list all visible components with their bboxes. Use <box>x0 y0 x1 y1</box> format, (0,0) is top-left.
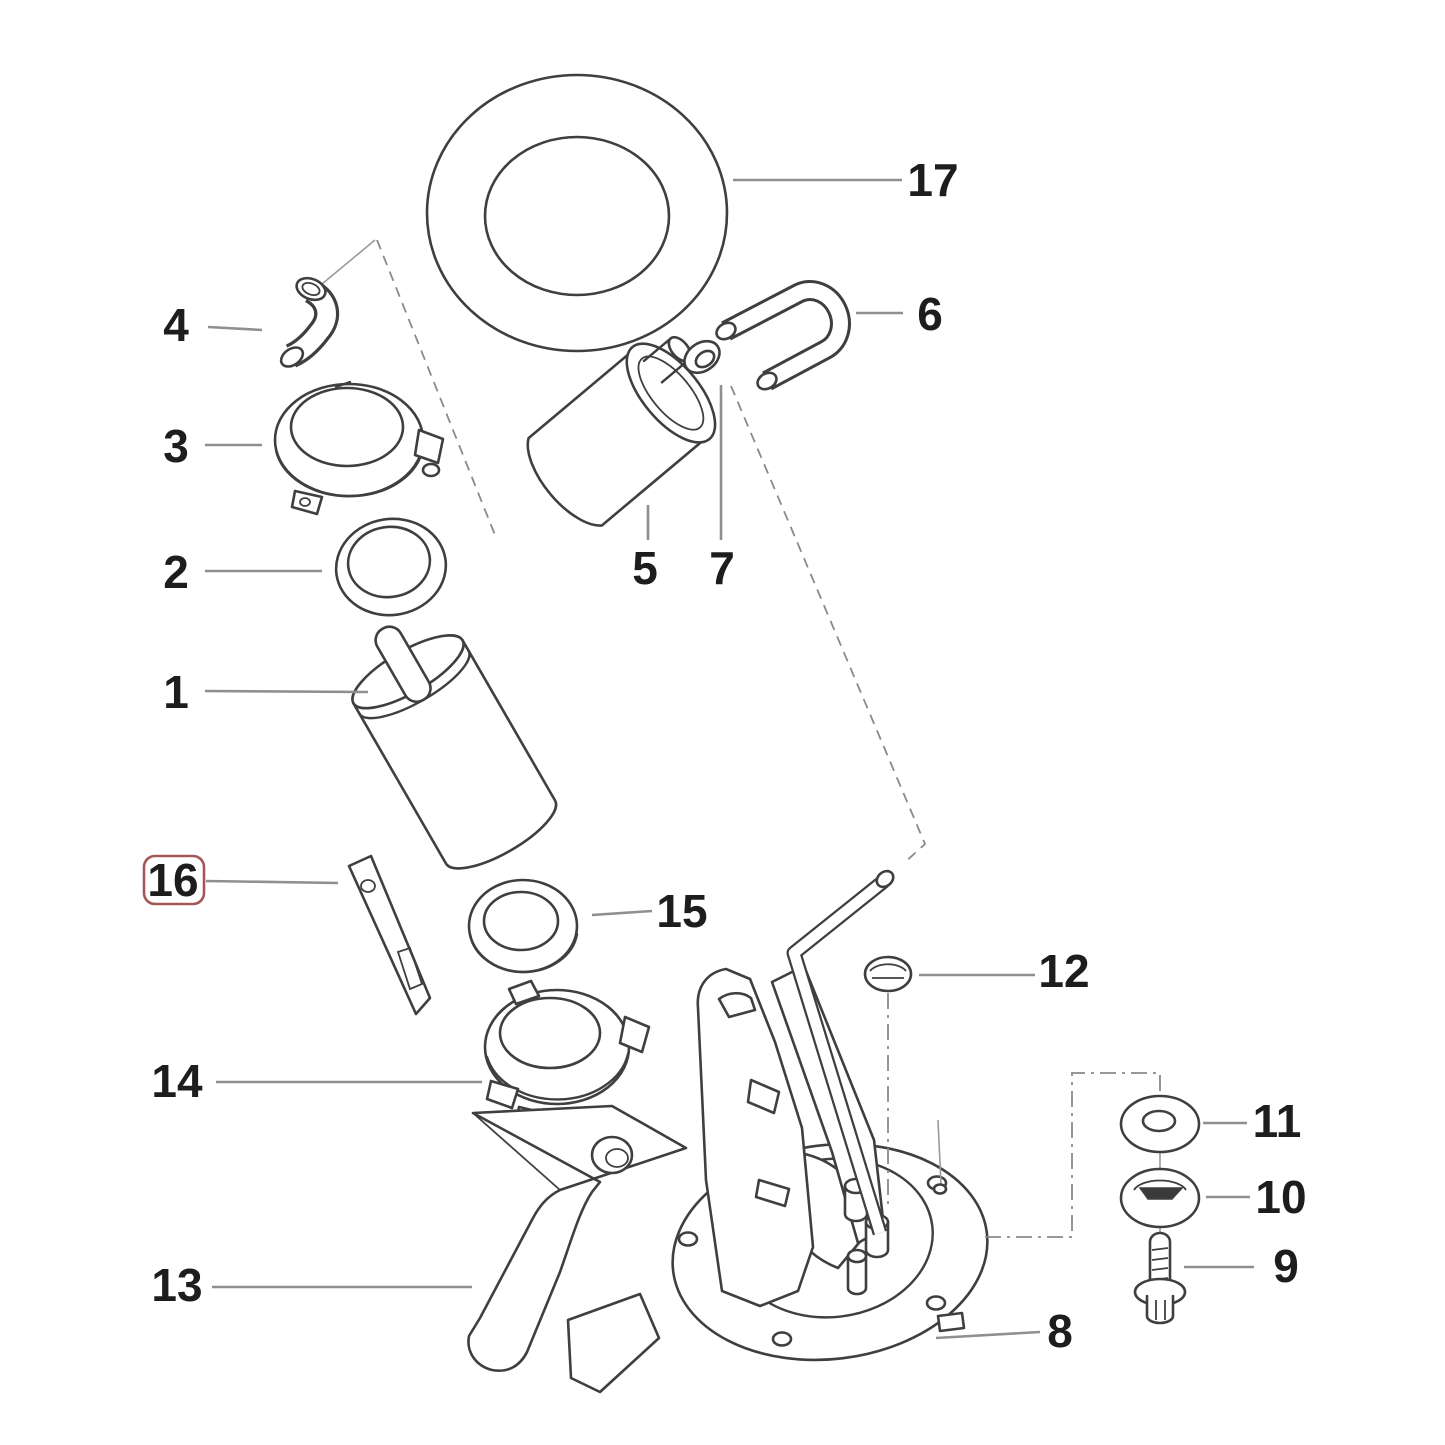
callout-5[interactable]: 5 <box>632 542 658 594</box>
callout-7[interactable]: 7 <box>709 542 735 594</box>
part-3-clamp-collar <box>273 380 445 516</box>
callout-14[interactable]: 14 <box>151 1055 203 1107</box>
callout-10[interactable]: 10 <box>1255 1171 1306 1223</box>
part-4-elbow-hose <box>279 276 340 368</box>
sender-panel <box>696 967 815 1308</box>
callout-11[interactable]: 11 <box>1253 1095 1302 1147</box>
bottom-tab <box>566 1292 661 1394</box>
leader-4 <box>207 325 263 332</box>
part-1-fuel-pump <box>351 625 558 870</box>
callout-6[interactable]: 6 <box>917 288 943 340</box>
callout-2[interactable]: 2 <box>163 546 189 598</box>
leader-15 <box>591 909 653 917</box>
stud <box>846 1254 868 1296</box>
callout-16: 16 <box>147 854 198 906</box>
part-15-bushing-ring <box>467 878 579 974</box>
callout-16-highlighted[interactable]: 16 <box>142 854 206 906</box>
leader-8 <box>935 1330 1041 1340</box>
callout-12[interactable]: 12 <box>1038 945 1089 997</box>
sender-unit-assembly <box>566 869 948 1394</box>
highlight-box <box>142 854 206 906</box>
callout-17[interactable]: 17 <box>907 154 958 206</box>
part-9-bolt <box>1133 1231 1187 1325</box>
callout-4[interactable]: 4 <box>163 299 189 351</box>
callout-3[interactable]: 3 <box>163 420 189 472</box>
part-6-vent-hose <box>715 280 851 391</box>
callout-labels: 1 2 3 4 5 6 7 8 9 10 11 12 13 14 15 16 1… <box>142 154 1307 1357</box>
callout-9[interactable]: 9 <box>1273 1240 1299 1292</box>
leader-lines <box>204 178 1254 1340</box>
callout-1[interactable]: 1 <box>163 666 189 718</box>
part-5-fuel-filter <box>526 335 717 527</box>
part-17-tank-seal-ring <box>425 73 729 353</box>
mounting-hardware-group <box>985 1072 1201 1325</box>
part-13-deflector-bracket <box>467 1104 688 1372</box>
part-11-washer <box>1119 1094 1201 1154</box>
callout-8[interactable]: 8 <box>1047 1305 1073 1357</box>
callout-15[interactable]: 15 <box>656 885 707 937</box>
leader-16 <box>205 879 339 885</box>
leader-1 <box>204 689 369 694</box>
part-7-grommet <box>683 339 721 375</box>
assembly-guide-lines <box>321 239 927 865</box>
flange-pin <box>937 1119 942 1185</box>
part-12-grommet <box>863 955 913 993</box>
part-16-retaining-strip <box>347 854 432 1016</box>
callout-13[interactable]: 13 <box>151 1259 202 1311</box>
part-10-rubber-grommet <box>1119 1167 1201 1229</box>
part-2-seal-ring <box>334 517 448 617</box>
